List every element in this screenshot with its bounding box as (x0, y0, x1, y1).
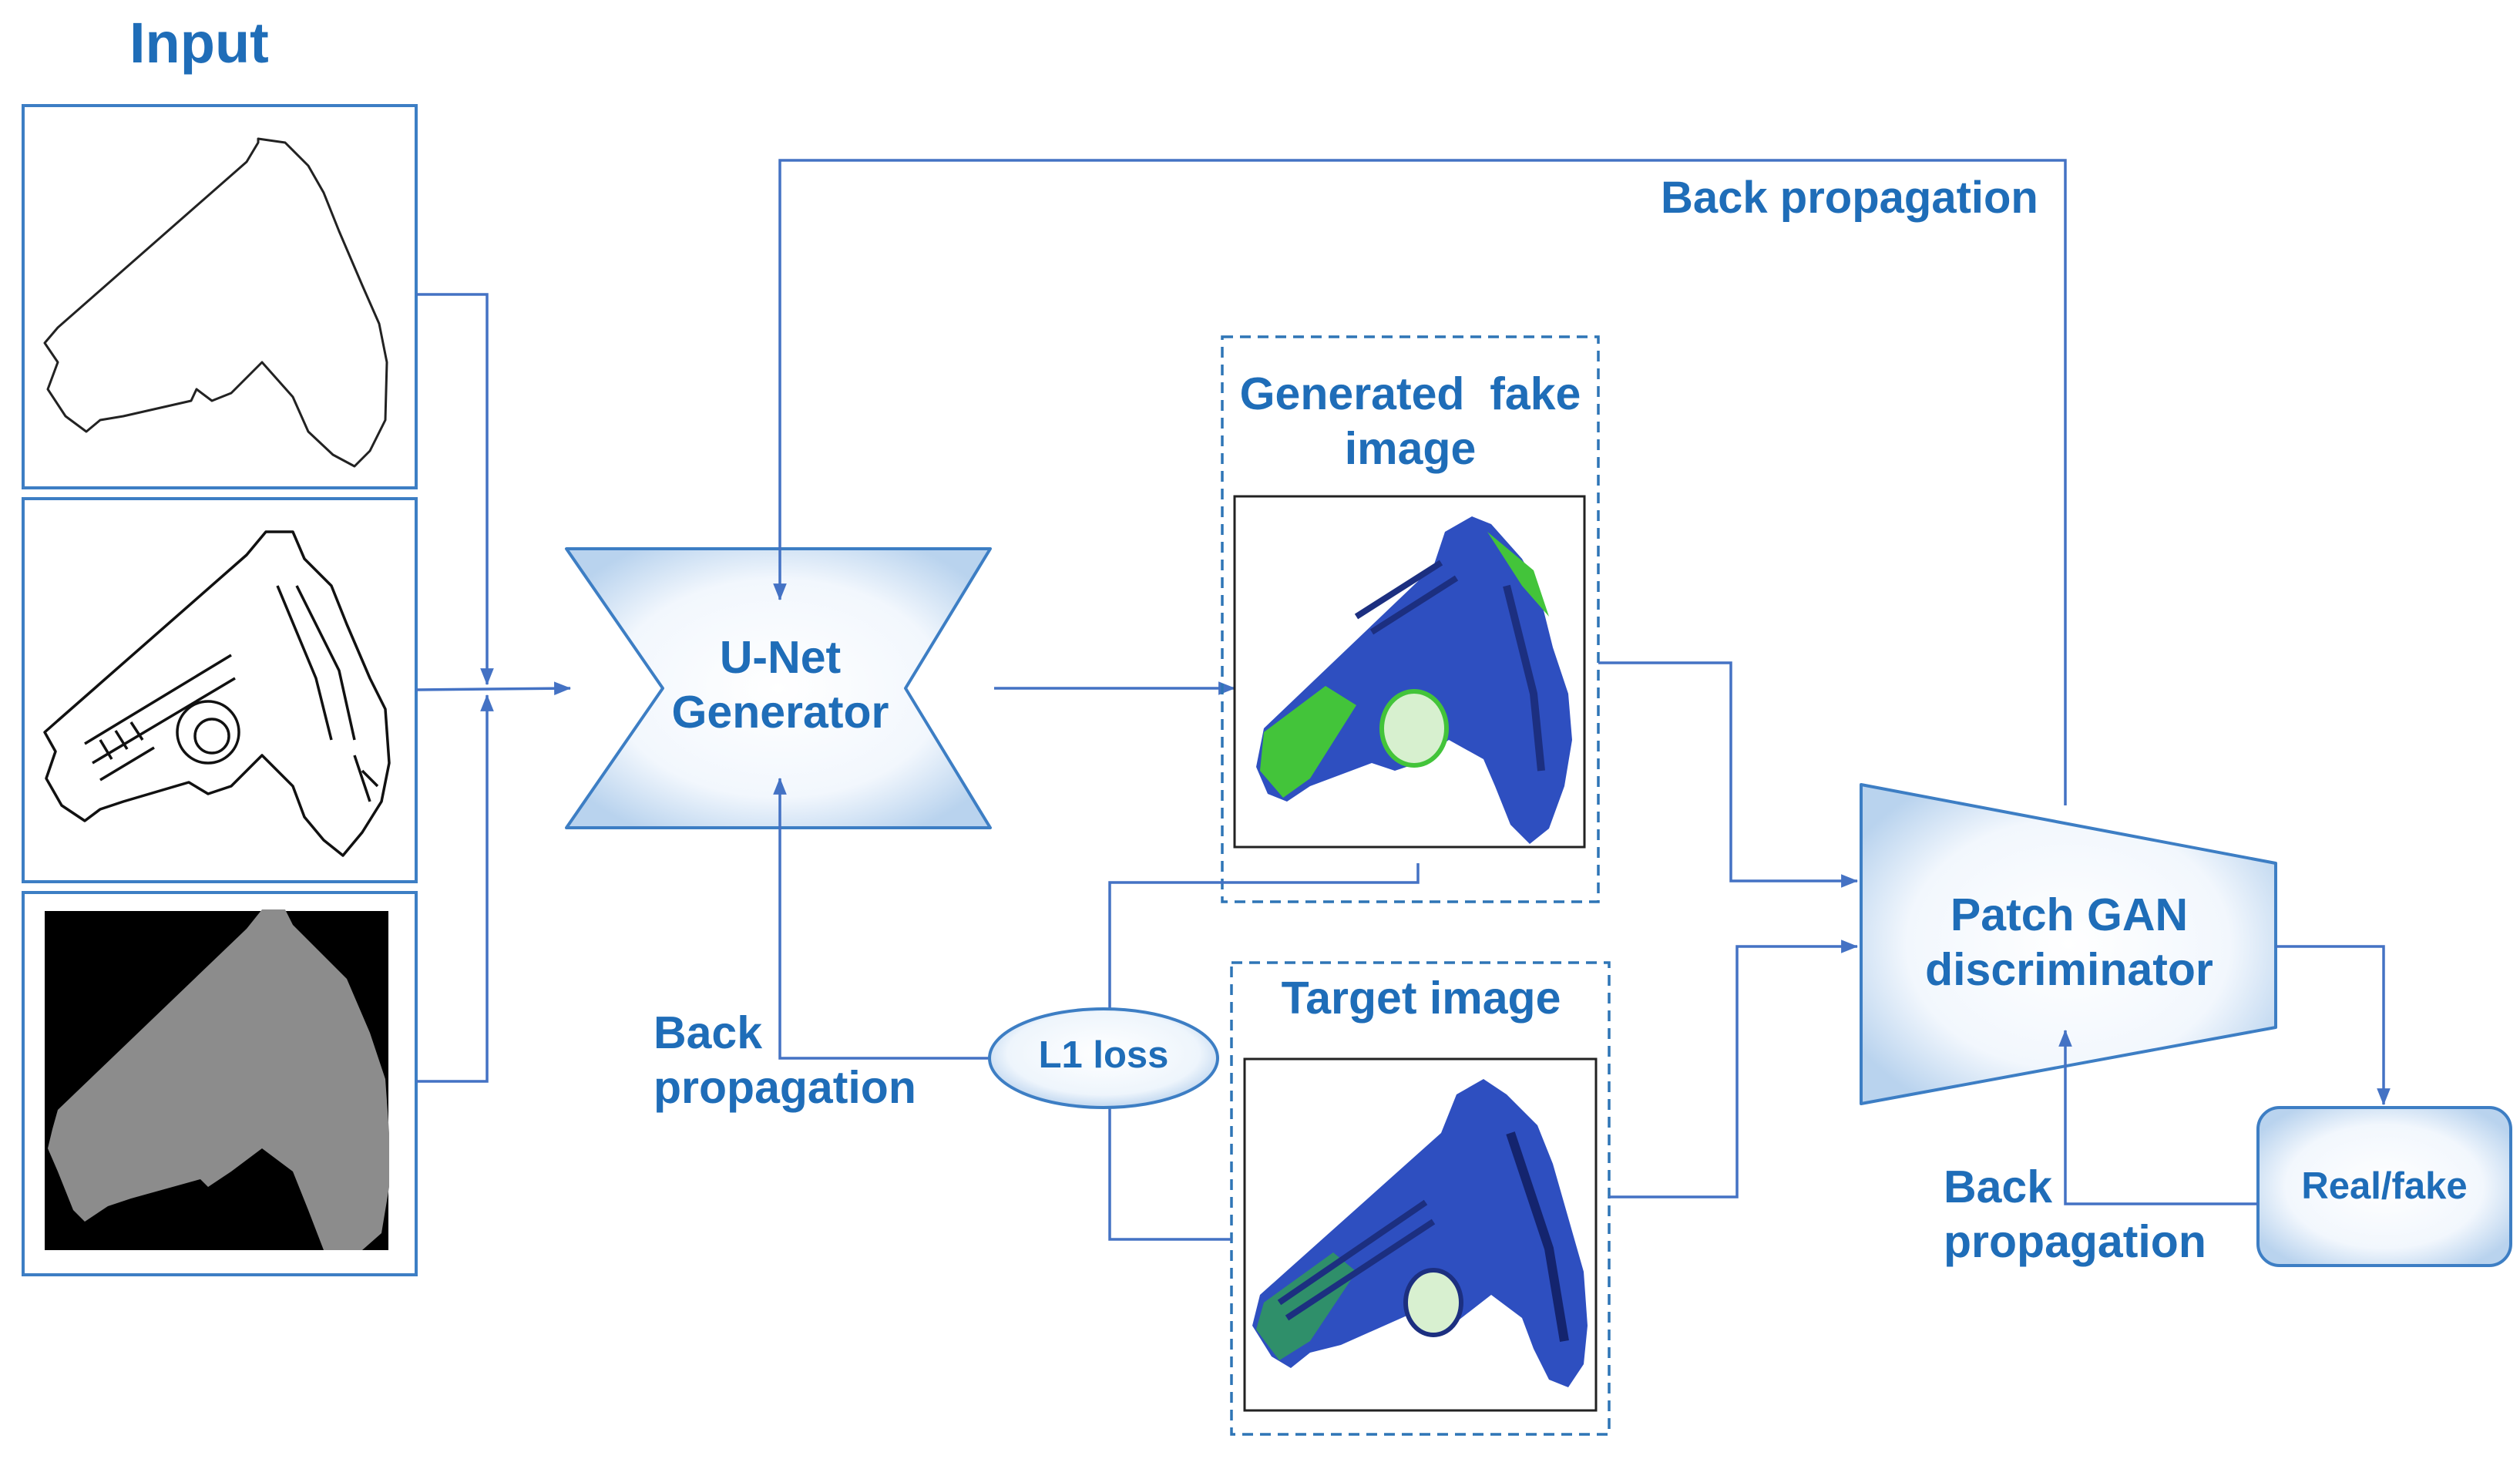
patchgan-discriminator-node (1860, 783, 2277, 1105)
generated-image-title: Generated fake image (1239, 368, 1581, 474)
l1-loss-node (988, 1007, 1219, 1109)
back-propagation-top-label: Back propagation (1661, 173, 2038, 223)
target-image-dashed-group (1230, 961, 1611, 1436)
input-frame-outline (22, 104, 418, 489)
target-image-title: Target image (1281, 973, 1561, 1024)
generated-gun-image (1256, 516, 1572, 844)
gun-mask-silhouette (48, 909, 389, 1250)
generated-image-dashed-group (1221, 335, 1600, 903)
back-propagation-left-label: Back propagation (654, 1007, 916, 1113)
arrow-back-propagation-top (773, 159, 2067, 805)
back-propagation-right-label: Back propagation (1944, 1161, 2206, 1267)
discriminator-input-lines (1598, 661, 1859, 1198)
arrow-discriminator-to-output (2276, 945, 2391, 1106)
unet-generator-node (565, 547, 992, 829)
input-title: Input (129, 11, 269, 75)
unet-generator-label: U-Net Generator (671, 632, 889, 738)
real-fake-node (2256, 1106, 2512, 1267)
gun-outline-sketch (43, 137, 388, 468)
l1-loss-connectors (773, 777, 1420, 1241)
input-merge-lines (415, 293, 572, 1083)
gun-edge-sketch (43, 530, 391, 857)
input-frame-edges (22, 497, 418, 883)
target-gun-image (1252, 1079, 1588, 1387)
real-fake-label: Real/fake (2301, 1165, 2468, 1207)
arrow-back-propagation-right (2058, 1029, 2258, 1205)
patchgan-discriminator-label: Patch GAN discriminator (1925, 889, 2213, 995)
l1-loss-label: L1 loss (1038, 1034, 1169, 1076)
